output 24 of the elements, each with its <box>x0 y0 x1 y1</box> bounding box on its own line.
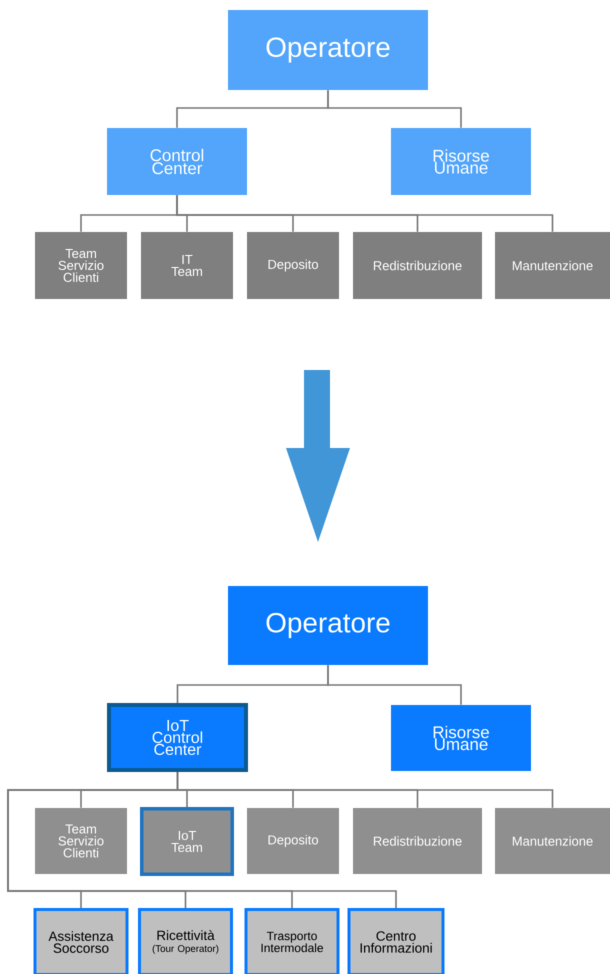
root-box: Operatore <box>228 586 428 665</box>
service-box: Ricettività (Tour Operator) <box>138 908 233 974</box>
connector-line <box>327 665 462 705</box>
team-box: Redistribuzione <box>353 232 482 299</box>
team-box: Manutenzione <box>495 232 610 299</box>
connector-line <box>176 195 554 232</box>
team-box: Deposito <box>247 808 339 874</box>
service-box: Assistenza Soccorso <box>34 908 128 974</box>
service-box: Centro Informazioni <box>348 908 444 974</box>
root-box: Operatore <box>228 10 428 90</box>
team-box: Team Servizio Clienti <box>35 232 127 299</box>
team-box: IoT Team <box>140 807 234 876</box>
department-box: IoT Control Center <box>107 703 248 772</box>
team-box: Deposito <box>247 232 339 299</box>
team-box: Redistribuzione <box>353 808 482 874</box>
connector-line <box>327 90 462 128</box>
department-box: Risorse Umane <box>391 705 531 771</box>
connector-line <box>7 772 397 908</box>
department-box: Risorse Umane <box>391 128 531 195</box>
service-box: Trasporto Intermodale <box>244 908 340 974</box>
team-box: Team Servizio Clienti <box>35 808 127 874</box>
department-box: Control Center <box>107 128 247 195</box>
team-box: IT Team <box>141 232 233 299</box>
team-box: Manutenzione <box>495 808 610 874</box>
